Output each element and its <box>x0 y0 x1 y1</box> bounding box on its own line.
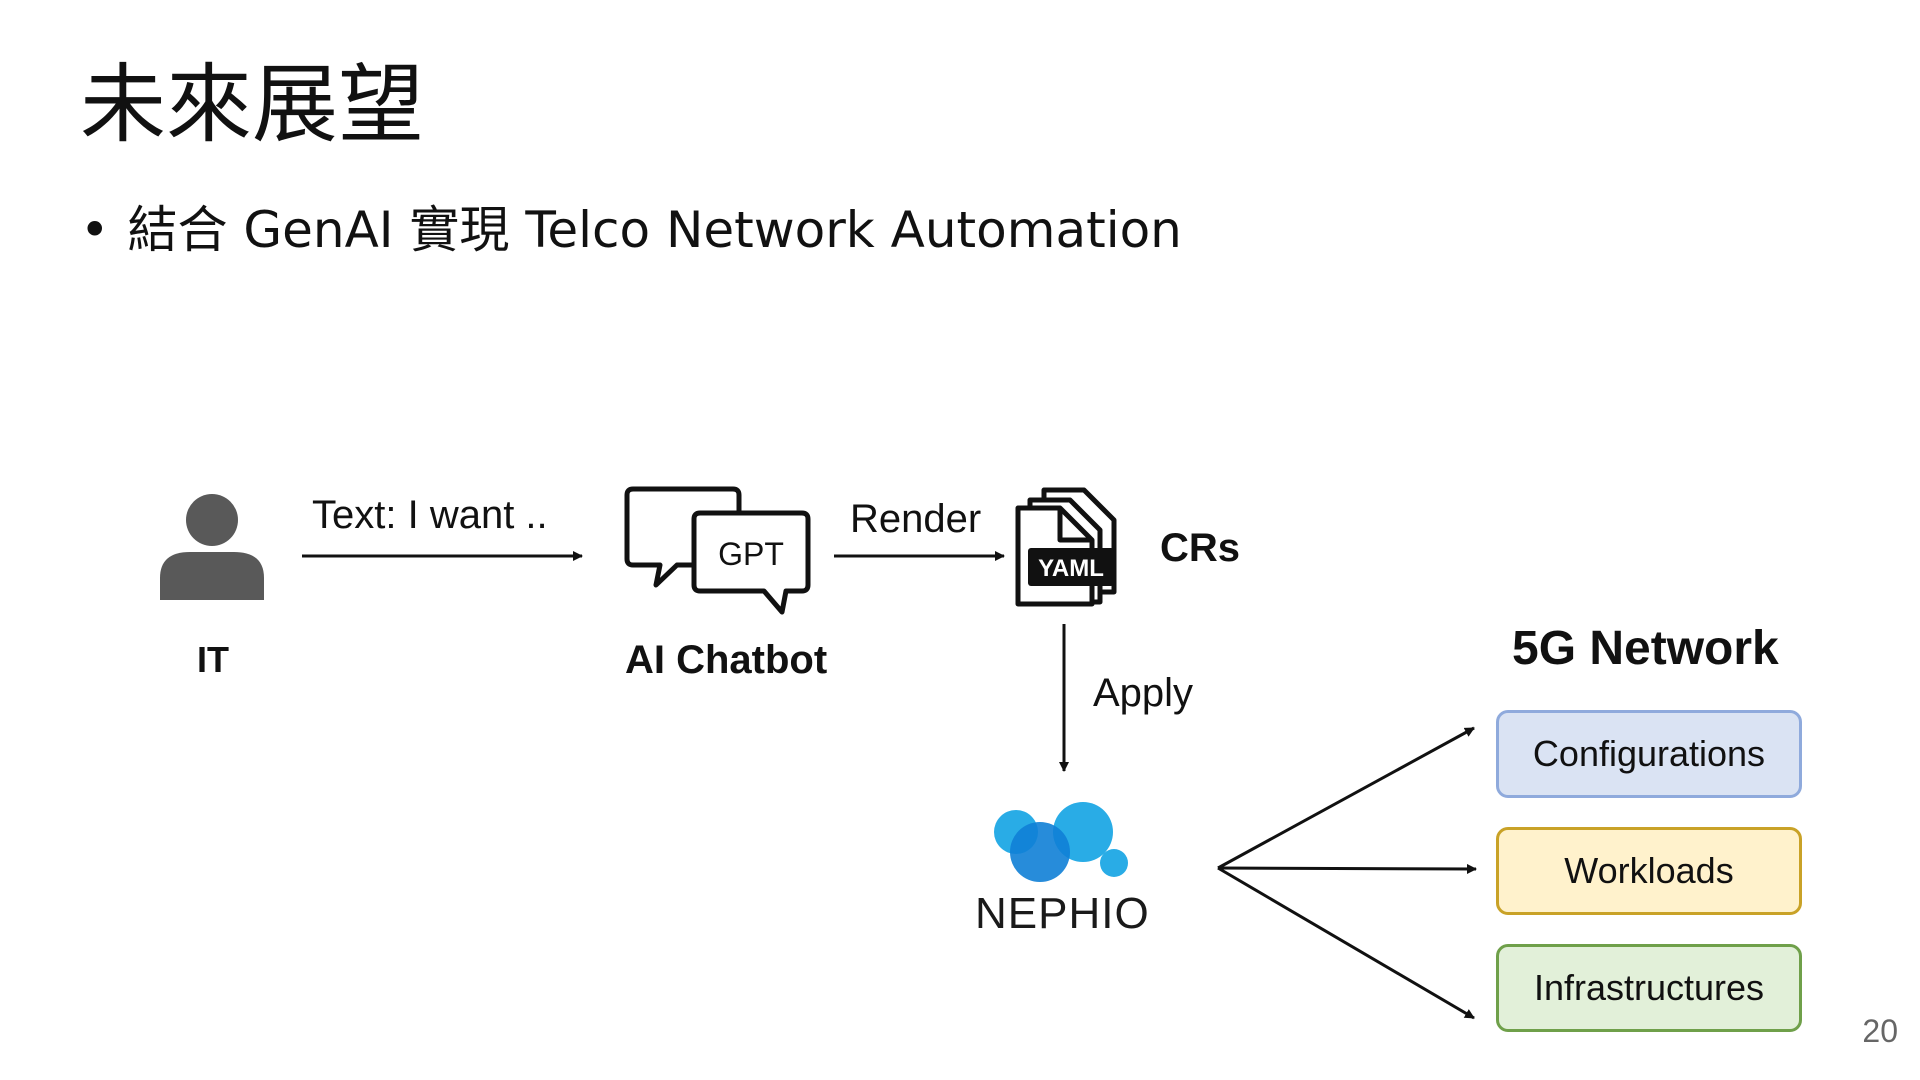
node-label-ai-chatbot: AI Chatbot <box>625 638 828 682</box>
yaml-badge: YAML <box>1038 555 1104 582</box>
page-number: 20 <box>1862 1013 1898 1049</box>
network-title: 5G Network <box>1512 622 1779 675</box>
network-item-label: Configurations <box>1532 733 1766 774</box>
chat-bubbles-icon: GPT <box>624 486 811 615</box>
arrow-to-infrastructures <box>1217 866 1475 1020</box>
arrow-to-configurations <box>1217 726 1475 870</box>
bullet-dot: • <box>80 201 110 259</box>
network-item-workloads: Workloads <box>1496 827 1802 915</box>
arrow-to-workloads <box>1217 863 1477 874</box>
network-item-label: Infrastructures <box>1533 967 1765 1008</box>
nephio-wordmark: NEPHIO <box>975 889 1150 938</box>
slide-title: 未來展望 <box>80 55 424 155</box>
bullet-text: 結合 GenAI 實現 Telco Network Automation <box>127 201 1182 259</box>
gpt-bubble-text: GPT <box>718 536 784 572</box>
edge-label-apply: Apply <box>1093 671 1194 715</box>
nephio-logo-icon <box>994 802 1128 882</box>
network-item-infrastructures: Infrastructures <box>1496 944 1802 1032</box>
node-label-it: IT <box>197 639 229 680</box>
person-icon <box>160 494 264 600</box>
edge-label-render: Render <box>850 497 982 541</box>
network-item-label: Workloads <box>1564 850 1734 891</box>
node-label-crs: CRs <box>1160 526 1241 570</box>
yaml-files-icon: YAML <box>1015 487 1117 607</box>
network-item-configurations: Configurations <box>1496 710 1802 798</box>
edge-label-text: Text: I want .. <box>312 493 548 537</box>
bullet-item: •結合 GenAI 實現 Telco Network Automation <box>80 205 1182 255</box>
